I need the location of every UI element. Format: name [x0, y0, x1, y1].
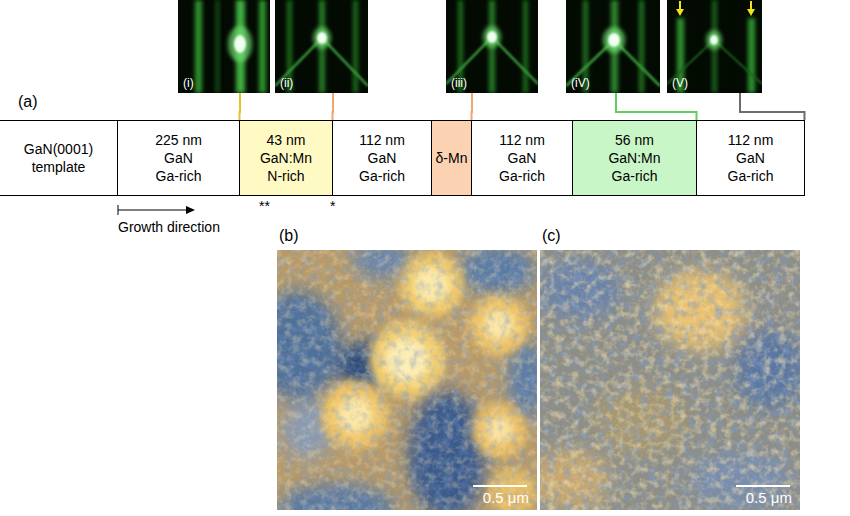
- layer-text: Ga-rich: [499, 167, 545, 185]
- scale-label: 0.5 μm: [746, 489, 792, 507]
- layer-box: 112 nmGaNGa-rich: [472, 120, 573, 196]
- layer-box: 56 nmGaN:MnGa-rich: [573, 120, 697, 196]
- layer-text: 225 nm: [155, 131, 202, 149]
- afm-image: [252, 240, 547, 516]
- panel-label: (ii): [280, 76, 293, 90]
- afm-image: [530, 250, 805, 510]
- rheed-image: (V): [667, 0, 762, 93]
- panel-label: (iV): [571, 76, 590, 90]
- layer-text: 112 nm: [499, 131, 545, 149]
- afm-panel: (b)0.5 μm: [277, 250, 537, 510]
- connector-line: [616, 93, 697, 120]
- panel-label: (iii): [451, 76, 467, 90]
- layer-text: 56 nm: [615, 131, 654, 149]
- layer-box: δ-Mn: [432, 120, 472, 196]
- scale-label: 0.5 μm: [483, 489, 529, 507]
- scale-bar: [473, 485, 527, 487]
- panel-label: (c): [542, 226, 561, 246]
- rheed-pattern: [446, 0, 538, 93]
- layer-box: 112 nmGaNGa-rich: [697, 120, 805, 196]
- panel-label: (V): [672, 76, 688, 90]
- interface-mark: **: [259, 197, 270, 215]
- rheed-image: (ii): [275, 0, 368, 93]
- connector-line: [332, 93, 335, 120]
- layer-text: Ga-rich: [359, 167, 405, 185]
- rheed-pattern: [178, 0, 270, 93]
- layer-text: GaN: [368, 149, 397, 167]
- layer-text: 112 nm: [359, 131, 405, 149]
- scale-bar: [736, 485, 790, 487]
- layer-text: GaN: [508, 149, 537, 167]
- rheed-image: (i): [178, 0, 270, 93]
- panel-label: (b): [279, 226, 299, 246]
- rheed-pattern: [667, 0, 762, 93]
- afm-panel: (c)0.5 μm: [540, 250, 800, 510]
- layer-text: Ga-rich: [612, 167, 658, 185]
- interface-mark: *: [330, 197, 335, 215]
- rheed-image: (iii): [446, 0, 538, 93]
- panel-label: (a): [18, 92, 38, 112]
- connector-line: [740, 93, 805, 120]
- layer-text: GaN:Mn: [608, 149, 660, 167]
- rheed-pattern: [275, 0, 368, 93]
- axis-label: Growth direction: [118, 218, 220, 236]
- layer-text: 112 nm: [728, 131, 774, 149]
- layer-text: GaN:Mn: [260, 149, 312, 167]
- layer-text: GaN(0001) template: [4, 140, 113, 176]
- rheed-pattern: [566, 0, 660, 93]
- layer-text: Ga-rich: [156, 167, 202, 185]
- connector-line: [239, 93, 242, 120]
- layer-text: GaN: [164, 149, 193, 167]
- growth-arrow: [118, 205, 195, 215]
- connector-line: [471, 93, 474, 120]
- layer-text: 43 nm: [267, 131, 306, 149]
- layer-box: 43 nmGaN:MnN-rich: [240, 120, 333, 196]
- layer-text: Ga-rich: [728, 167, 774, 185]
- layer-text: N-rich: [267, 167, 304, 185]
- panel-label: (i): [183, 76, 194, 90]
- layer-text: GaN: [736, 149, 765, 167]
- rheed-image: (iV): [566, 0, 660, 93]
- layer-box: 112 nmGaNGa-rich: [333, 120, 432, 196]
- layer-box: 225 nmGaNGa-rich: [118, 120, 240, 196]
- layer-text: δ-Mn: [436, 149, 468, 167]
- marker-arrow: [676, 1, 755, 16]
- substrate-layer: GaN(0001) template: [0, 120, 118, 196]
